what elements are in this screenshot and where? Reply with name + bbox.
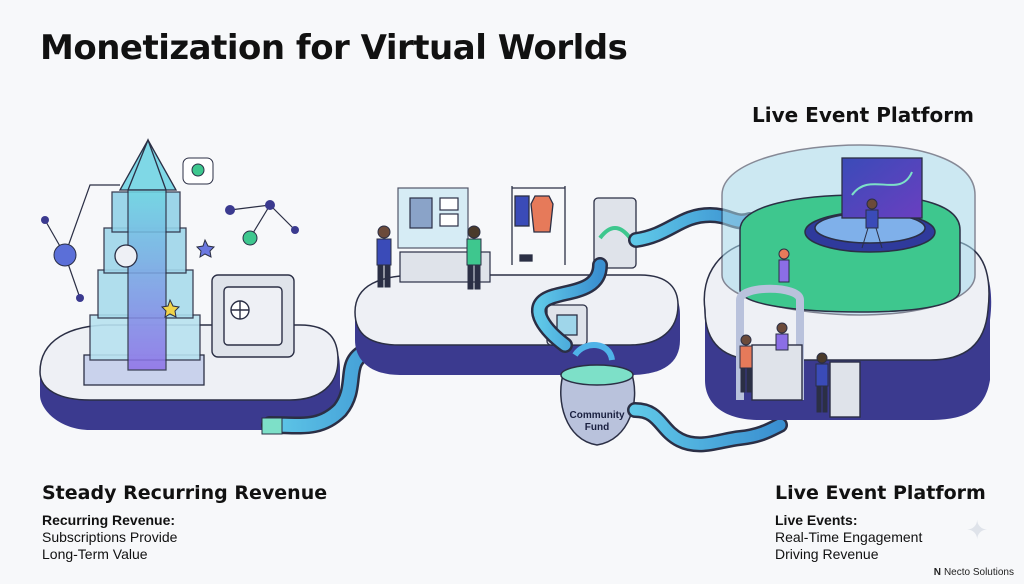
live-event-platform-header: Live Event Platform — [752, 103, 974, 127]
network-node-icon — [41, 216, 49, 224]
right-caption-subtitle: Live Events: — [775, 512, 858, 528]
shopper-figure — [376, 225, 392, 288]
left-caption: Steady Recurring Revenue Recurring Reven… — [42, 482, 327, 563]
right-caption-title: Live Event Platform — [775, 482, 986, 504]
left-caption-line: Long-Term Value — [42, 546, 148, 562]
network-node-icon — [265, 200, 275, 210]
network-node-icon — [225, 205, 235, 215]
network-node-icon — [291, 226, 299, 234]
spectator-figure — [778, 248, 790, 260]
pipe-connector — [261, 417, 283, 435]
page-title: Monetization for Virtual Worlds — [40, 28, 628, 68]
attendee-figure — [775, 322, 789, 351]
middle-platform — [354, 274, 680, 375]
star-icon-gold — [160, 298, 181, 318]
network-node-icon — [242, 230, 258, 246]
left-caption-line: Subscriptions Provide — [42, 529, 178, 545]
left-caption-title: Steady Recurring Revenue — [42, 482, 328, 504]
shopper-figure — [466, 225, 482, 290]
left-caption-subtitle: Recurring Revenue: — [42, 512, 176, 528]
sparkle-icon: ✦ — [966, 515, 988, 545]
attendee-figure — [739, 334, 753, 393]
stage-display-screen — [841, 157, 923, 219]
attendee-figure — [815, 352, 829, 413]
star-icon — [195, 238, 216, 258]
performer-figure — [861, 198, 883, 249]
community-fund-label-line2: Fund — [585, 422, 609, 433]
crystal-tower — [83, 138, 205, 386]
right-caption-line: Real-Time Engagement — [775, 529, 923, 545]
brand-name: Necto Solutions — [943, 567, 1014, 578]
footer-logo: N Necto Solutions — [934, 567, 1014, 578]
community-fund-pot — [560, 342, 636, 446]
spectator-body — [778, 259, 790, 283]
brand-mark-icon: N — [933, 567, 941, 578]
award-badge-icon — [182, 157, 214, 185]
right-caption: Live Event Platform Live Events: Real-Ti… — [775, 482, 986, 563]
safe-vault-icon — [211, 274, 295, 358]
ticket-booth — [736, 284, 861, 418]
right-caption-line: Driving Revenue — [775, 546, 879, 562]
gear-icon — [114, 244, 138, 268]
network-node-icon — [53, 243, 77, 267]
network-node-icon — [76, 294, 84, 302]
community-fund-label-line1: Community — [570, 410, 625, 421]
clothing-rack-icon — [511, 186, 566, 265]
